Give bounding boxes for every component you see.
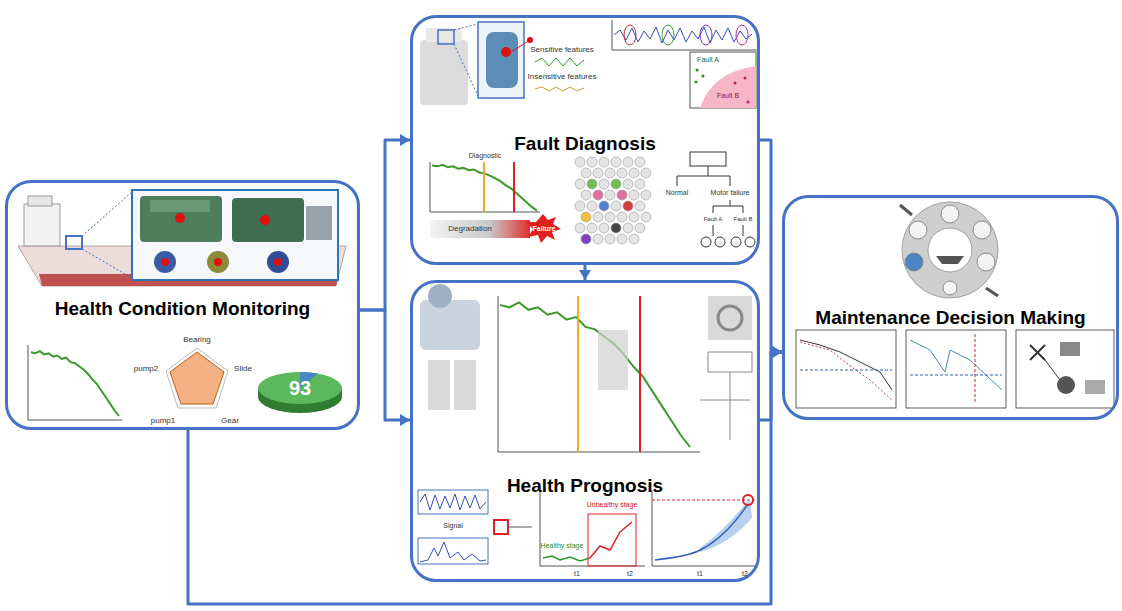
figure-label: Failure (533, 225, 556, 233)
figure-label: Motor failure (711, 189, 750, 197)
figure-label: t2 (742, 570, 748, 578)
figure-label: Degradation (448, 225, 492, 234)
figure-label: 93 (289, 377, 311, 399)
figure-label: Slide (234, 365, 252, 374)
figure-label: Fault B (733, 216, 752, 223)
figure-label: Fault A (704, 216, 723, 223)
stage-box: Maintenance Decision Making (782, 195, 1119, 420)
signal-stack (418, 490, 532, 564)
stage-title: Fault Diagnosis (514, 133, 655, 155)
figure-label: Bearing (183, 336, 211, 345)
maintenance-charts (796, 330, 1114, 408)
stage-title: Health Prognosis (507, 475, 663, 497)
flow-connector (760, 140, 782, 352)
figure-label: t1 (697, 570, 703, 578)
figure-label: Healthy stage (541, 542, 584, 550)
radar-chart (166, 348, 228, 408)
maintenance-wheel (900, 202, 998, 298)
flow-connector (360, 140, 410, 310)
figure-label: t1 (574, 570, 580, 578)
signal-plot (612, 20, 758, 50)
flow-connector (188, 352, 782, 604)
score-pie (258, 372, 342, 413)
ship-illustration (18, 190, 346, 286)
figure-label: Unhealthy stage (587, 501, 638, 509)
trend-chart (28, 345, 122, 420)
stage-title: Health Condition Monitoring (55, 298, 310, 320)
rul-chart (652, 490, 756, 566)
figure-label: Fault A (697, 56, 719, 64)
fault-tree (677, 152, 755, 247)
figure-label: Gear (221, 417, 239, 426)
figure-label: Insensitive features (528, 73, 597, 82)
figure-label: Signal (443, 522, 462, 530)
figure-label: Fault B (717, 92, 739, 100)
som-grid (575, 157, 651, 244)
stage-chart (540, 490, 645, 566)
figure-label: pump1 (151, 417, 175, 426)
prognosis-illustration (420, 284, 752, 452)
figure-label: t2 (627, 570, 633, 578)
diagnostic-chart (430, 162, 561, 243)
figure-label: pump2 (134, 365, 158, 374)
flow-connector (360, 310, 410, 420)
figure-label: Diagnostic (469, 152, 502, 160)
figure-label: Normal (666, 189, 689, 197)
figure-label: Sensitive features (530, 46, 594, 55)
fault-scatter (690, 52, 756, 108)
stage-box: Health Prognosis (410, 280, 760, 582)
engine-zoom (420, 22, 584, 105)
stage-title: Maintenance Decision Making (815, 307, 1085, 329)
flow-connector (584, 265, 587, 280)
